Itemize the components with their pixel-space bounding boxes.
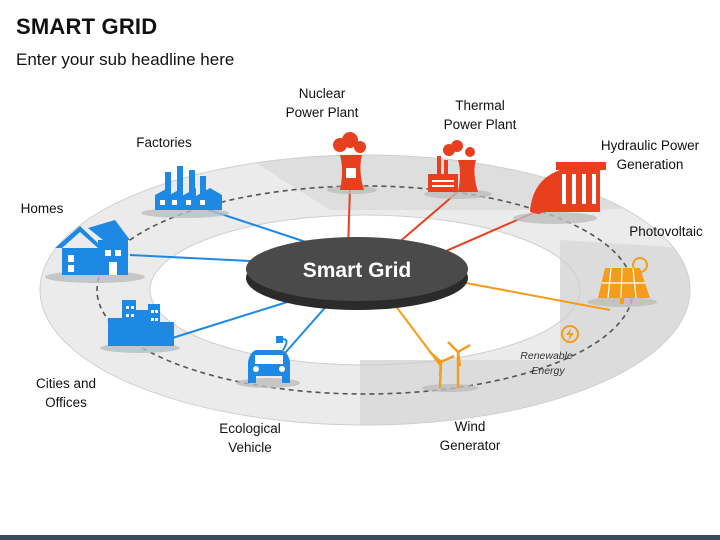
thermal-plant-icon [428,140,478,192]
label-ecological: Ecological Vehicle [219,421,281,455]
slide-title: SMART GRID [16,14,158,39]
label-thermal: Thermal Power Plant [443,98,517,132]
hub: Smart Grid [246,237,468,310]
label-wind: Wind Generator [439,419,501,453]
slide-subtitle: Enter your sub headline here [16,50,235,69]
label-hydraulic: Hydraulic Power Generation [600,138,700,172]
line-cities [149,297,301,346]
dam-icon [530,162,606,214]
city-icon [108,300,174,346]
footer-bar [0,535,720,540]
hub-label: Smart Grid [303,259,412,282]
solar-panel-icon [598,257,650,304]
line-photovoltaic [449,279,611,311]
wind-turbine-icon [429,341,471,389]
label-factories: Factories [136,135,192,150]
electric-car-icon [248,336,290,383]
house-icon [55,220,130,275]
nuclear-plant-icon [333,132,366,190]
label-cities: Cities and Offices [35,376,97,410]
renewable-label: Renewable Energy [520,350,575,377]
factory-icon [155,166,222,210]
renewable-energy-icon [561,325,579,343]
label-homes: Homes [20,201,64,216]
label-nuclear: Nuclear Power Plant [285,86,359,120]
label-photovoltaic: Photovoltaic [629,224,703,239]
